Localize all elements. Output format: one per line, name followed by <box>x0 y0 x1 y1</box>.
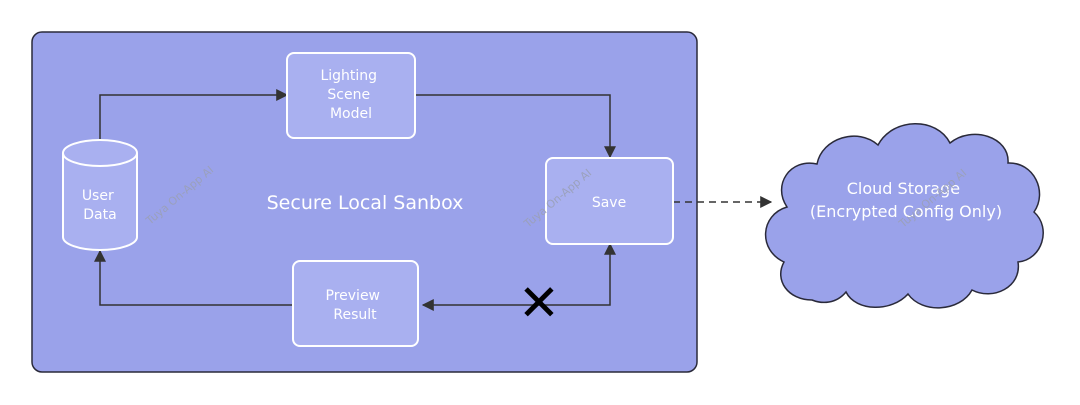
edge-preview-to-userdata <box>94 249 293 306</box>
svg-text:User Data: User Data <box>82 188 118 223</box>
lighting-model-label-line1: Lighting <box>320 68 377 84</box>
cloud-label-line2: (Encrypted Config Only) <box>810 202 1002 221</box>
cloud-label-line1: Cloud Storage <box>847 179 960 198</box>
user-data-label-line2: Data <box>83 207 116 223</box>
node-preview-result: Preview Result <box>292 260 419 347</box>
node-cloud-storage: Cloud Storage (Encrypted Config Only) <box>764 123 1044 309</box>
node-save: Save <box>545 157 674 245</box>
user-data-label-line1: User <box>82 188 114 204</box>
svg-text:Cloud Storage (Encrypted: Cloud Storage (Encrypted Config Only) <box>810 179 1002 221</box>
node-lighting-scene-model: Lighting Scene Model <box>286 52 416 139</box>
edge-model-to-save <box>415 94 616 159</box>
edge-save-to-preview <box>421 242 616 311</box>
svg-text:Lighting Scene Mod: Lighting Scene Model <box>320 68 381 122</box>
save-label: Save <box>592 195 626 211</box>
sandbox-title: Secure Local Sanbox <box>267 192 464 214</box>
preview-label-line1: Preview <box>326 288 381 304</box>
svg-text:Preview Result: Preview Result <box>326 288 385 323</box>
blocked-x-icon: ✕ <box>518 274 560 332</box>
preview-label-line2: Result <box>333 307 377 323</box>
edge-userdata-to-model <box>99 89 289 140</box>
lighting-model-label-line2: Scene <box>327 87 370 103</box>
lighting-model-label-line3: Model <box>330 106 372 122</box>
node-user-data: User Data <box>62 139 138 251</box>
